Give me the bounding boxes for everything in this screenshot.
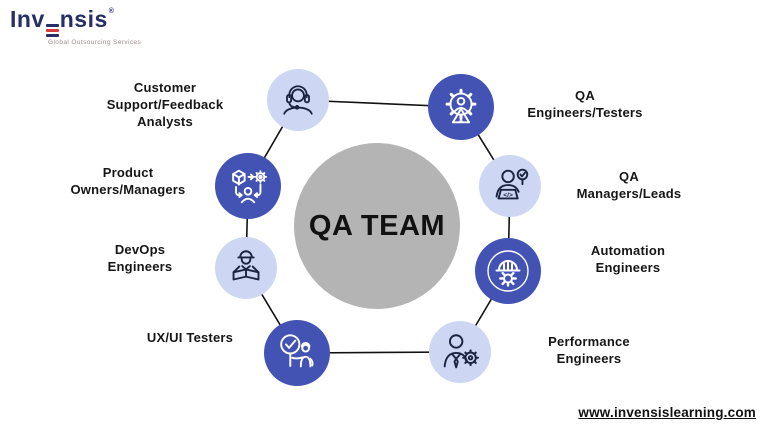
label-line: Engineers: [107, 259, 173, 274]
label-line: Engineers: [595, 260, 661, 275]
gear-person-alert-icon: [445, 88, 477, 124]
worker-blueprint-icon: [232, 250, 260, 281]
node-uxui-testers: [264, 320, 330, 386]
label-uxui-testers: UX/UI Testers: [85, 329, 295, 346]
label-line: Engineers/Testers: [527, 105, 643, 120]
invensis-wordmark: Inv nsis ®: [10, 8, 160, 37]
label-qa-engineers: QA Engineers/Testers: [480, 87, 690, 121]
label-qa-managers: QA Managers/Leads: [524, 168, 734, 202]
label-customer-support: Customer Support/Feedback Analysts: [60, 79, 270, 130]
node-qa-managers: </>: [479, 155, 541, 217]
stylized-e-icon: [45, 22, 59, 37]
invensis-logo: Inv nsis ® Global Outsourcing Services: [10, 8, 160, 47]
label-line: Managers/Leads: [576, 186, 682, 201]
node-automation-engineers: [475, 238, 541, 304]
website-link[interactable]: www.invensislearning.com: [578, 405, 756, 420]
label-automation-engineers: Automation Engineers: [523, 242, 733, 276]
person-laptop-code-magnifier-icon: </>: [495, 168, 529, 200]
label-line: Analysts: [137, 114, 193, 129]
headset-agent-icon: [283, 85, 313, 115]
wordmark-suffix: nsis: [59, 6, 108, 32]
label-line: Support/Feedback: [106, 97, 224, 112]
node-performance-engineers: [429, 321, 491, 383]
box-gear-person-icon: [232, 169, 268, 204]
label-devops-engineers: DevOps Engineers: [35, 241, 245, 275]
label-line: DevOps: [114, 242, 166, 257]
label-line: Customer: [133, 80, 197, 95]
node-qa-engineers: [428, 74, 494, 140]
label-line: Product: [102, 165, 154, 180]
center-title: QA TEAM: [308, 209, 446, 242]
label-line: QA: [575, 88, 595, 103]
label-performance-engineers: Performance Engineers: [484, 333, 694, 367]
label-line: Automation: [590, 243, 666, 258]
registered-trademark: ®: [108, 8, 115, 15]
label-line: UX/UI Testers: [146, 330, 234, 345]
center-circle: QA TEAM: [294, 143, 460, 309]
person-gear-icon: [443, 334, 479, 369]
brand-tagline: Global Outsourcing Services: [48, 39, 142, 46]
label-line: QA: [619, 169, 639, 184]
label-line: Performance: [548, 334, 630, 349]
node-devops-engineers: [215, 237, 277, 299]
svg-text:</>: </>: [503, 192, 513, 199]
label-product-owners: Product Owners/Managers: [23, 164, 233, 198]
label-line: Owners/Managers: [70, 182, 186, 197]
label-line: Engineers: [556, 351, 622, 366]
magnifier-check-worker-icon: [280, 334, 314, 368]
node-product-owners: [215, 153, 281, 219]
wordmark-prefix: Inv: [10, 6, 45, 32]
hardhat-gear-icon: [487, 250, 529, 292]
node-customer-support: [267, 69, 329, 131]
